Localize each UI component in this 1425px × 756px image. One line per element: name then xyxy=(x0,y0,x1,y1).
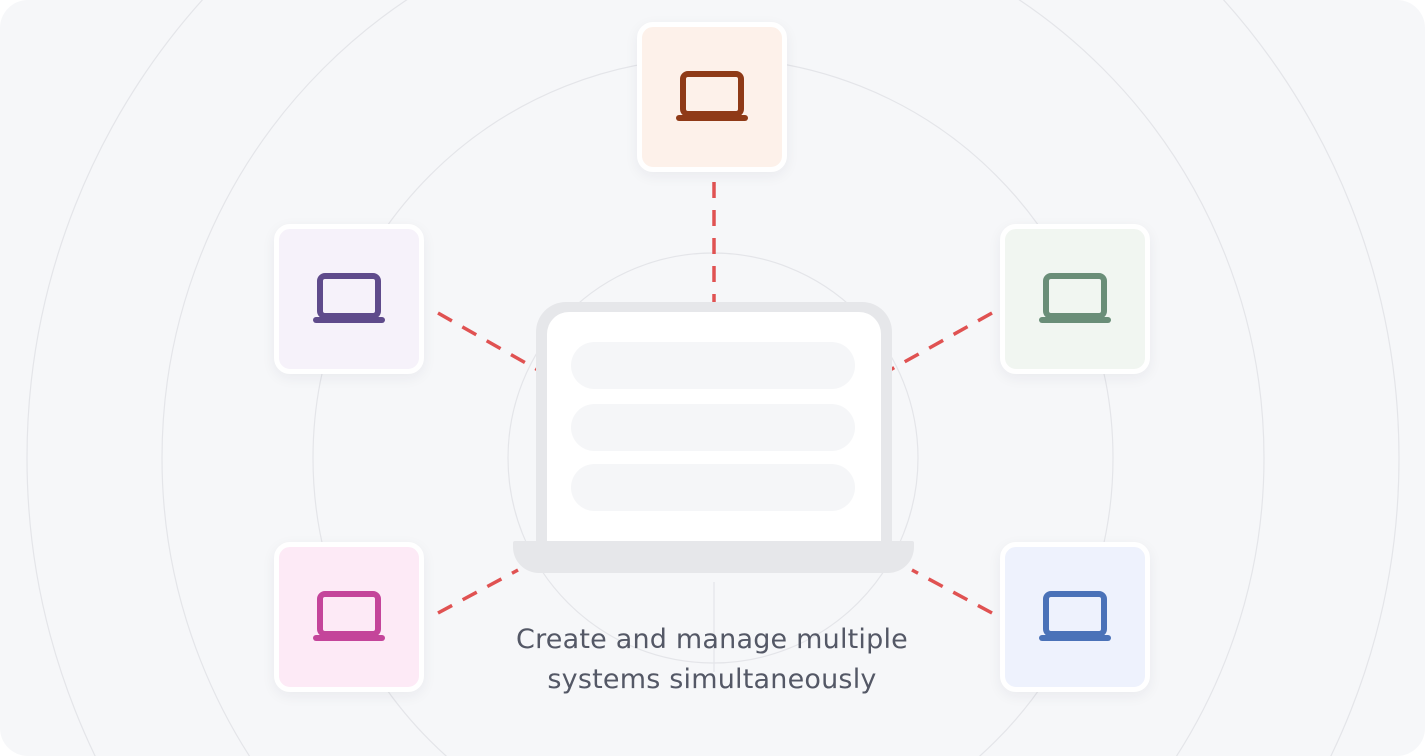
system-node-left-bottom[interactable] xyxy=(274,542,424,692)
system-node-top[interactable] xyxy=(637,22,787,172)
hub-screen-row-3 xyxy=(571,464,855,511)
connector-left-top xyxy=(437,311,539,372)
hub-screen-row-1 xyxy=(571,342,855,389)
caption-line-2: systems simultaneously xyxy=(547,664,877,695)
ring-3 xyxy=(161,0,1265,756)
connector-left-bottom xyxy=(437,568,519,615)
connector-right-bottom xyxy=(911,568,993,615)
system-node-right-top[interactable] xyxy=(1000,224,1150,374)
laptop-icon xyxy=(313,273,385,323)
hub-laptop-screen xyxy=(547,312,881,547)
hub-laptop-base xyxy=(513,541,914,573)
caption: Create and manage multiple systems simul… xyxy=(462,620,962,700)
laptop-icon xyxy=(1039,591,1111,641)
laptop-icon xyxy=(676,71,748,121)
laptop-icon xyxy=(1039,273,1111,323)
ring-4 xyxy=(26,0,1400,756)
laptop-icon xyxy=(313,591,385,641)
system-node-left-top[interactable] xyxy=(274,224,424,374)
hub-laptop-lid xyxy=(536,302,892,547)
caption-line-1: Create and manage multiple xyxy=(516,624,908,655)
connectors xyxy=(437,182,993,615)
connector-right-top xyxy=(889,311,993,372)
hub-screen-row-2 xyxy=(571,404,855,451)
system-node-right-bottom[interactable] xyxy=(1000,542,1150,692)
